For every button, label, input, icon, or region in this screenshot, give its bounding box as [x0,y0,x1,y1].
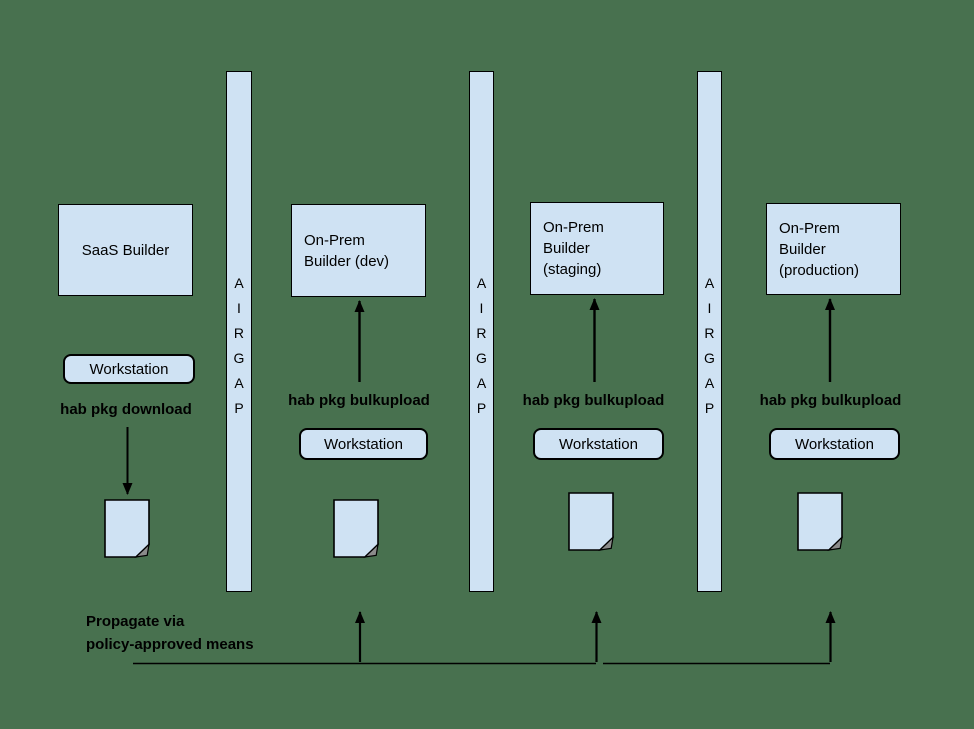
workstation-box-production: Workstation [769,428,900,460]
package-file-icon-staging [568,492,614,551]
onprem-builder-dev-box: On-Prem Builder (dev) [291,204,426,297]
airgap-letter: P [234,399,244,416]
builder-label-line: SaaS Builder [81,241,170,259]
airgap-letter: R [704,324,715,341]
airgap-letter: P [476,399,487,416]
package-file-icon-production [797,492,843,551]
workstation-box-dev: Workstation [299,428,428,460]
builder-label-line: On-Prem [304,231,365,249]
hab-pkg-bulkupload-label-production: hab pkg bulkupload [759,392,902,409]
airgap-letter: I [707,299,712,316]
propagate-note-line: Propagate via [86,613,185,630]
airgap-letter: A [476,274,487,291]
workstation-box-staging: Workstation [533,428,664,460]
workstation-box-saas: Workstation [63,354,195,384]
workstation-label: Workstation [795,435,874,453]
builder-label-line: (staging) [543,261,602,278]
airgap-letter: G [476,349,487,366]
airgap-label: A I R G A P [234,271,245,421]
airgap-letter: A [704,374,715,391]
builder-label-line: On-Prem [779,219,840,237]
workstation-label: Workstation [324,435,403,453]
airgap-letter: G [233,349,245,366]
airgap-letter: A [476,374,487,391]
propagate-note-line: policy-approved means [86,636,254,653]
airgap-letter: A [234,274,244,291]
package-file-icon-dev [333,499,379,558]
builder-label-line: Builder (dev) [304,252,390,270]
airgap-label: A I R G A P [704,271,715,421]
airgap-letter: I [479,299,484,316]
builder-label-line: (production) [779,261,860,279]
airgap-bar-1: A I R G A P [226,71,252,592]
airgap-letter: A [234,374,244,391]
airgap-letter: R [233,324,245,341]
hab-pkg-download-label: hab pkg download [60,401,192,418]
airgap-label: A I R G A P [476,271,487,421]
propagate-note: Propagate via policy-approved means [86,610,254,656]
airgap-letter: G [704,349,715,366]
airgap-letter: P [704,399,715,416]
saas-builder-box: SaaS Builder [58,204,193,296]
workstation-label: Workstation [89,360,169,378]
builder-label-line: Builder [543,240,590,257]
airgap-letter: A [704,274,715,291]
hab-pkg-bulkupload-label-staging: hab pkg bulkupload [522,392,665,409]
builder-label-line: On-Prem [543,219,604,236]
onprem-builder-staging-box: On-Prem Builder (staging) [530,202,664,295]
package-file-icon-saas [104,499,150,558]
airgap-bar-3: A I R G A P [697,71,722,592]
airgap-letter: I [237,299,241,316]
onprem-builder-production-box: On-Prem Builder (production) [766,203,901,295]
builder-label-line: Builder [779,240,826,258]
workstation-label: Workstation [559,435,638,453]
hab-pkg-bulkupload-label-dev: hab pkg bulkupload [288,392,430,409]
airgap-letter: R [476,324,487,341]
airgap-bar-2: A I R G A P [469,71,494,592]
